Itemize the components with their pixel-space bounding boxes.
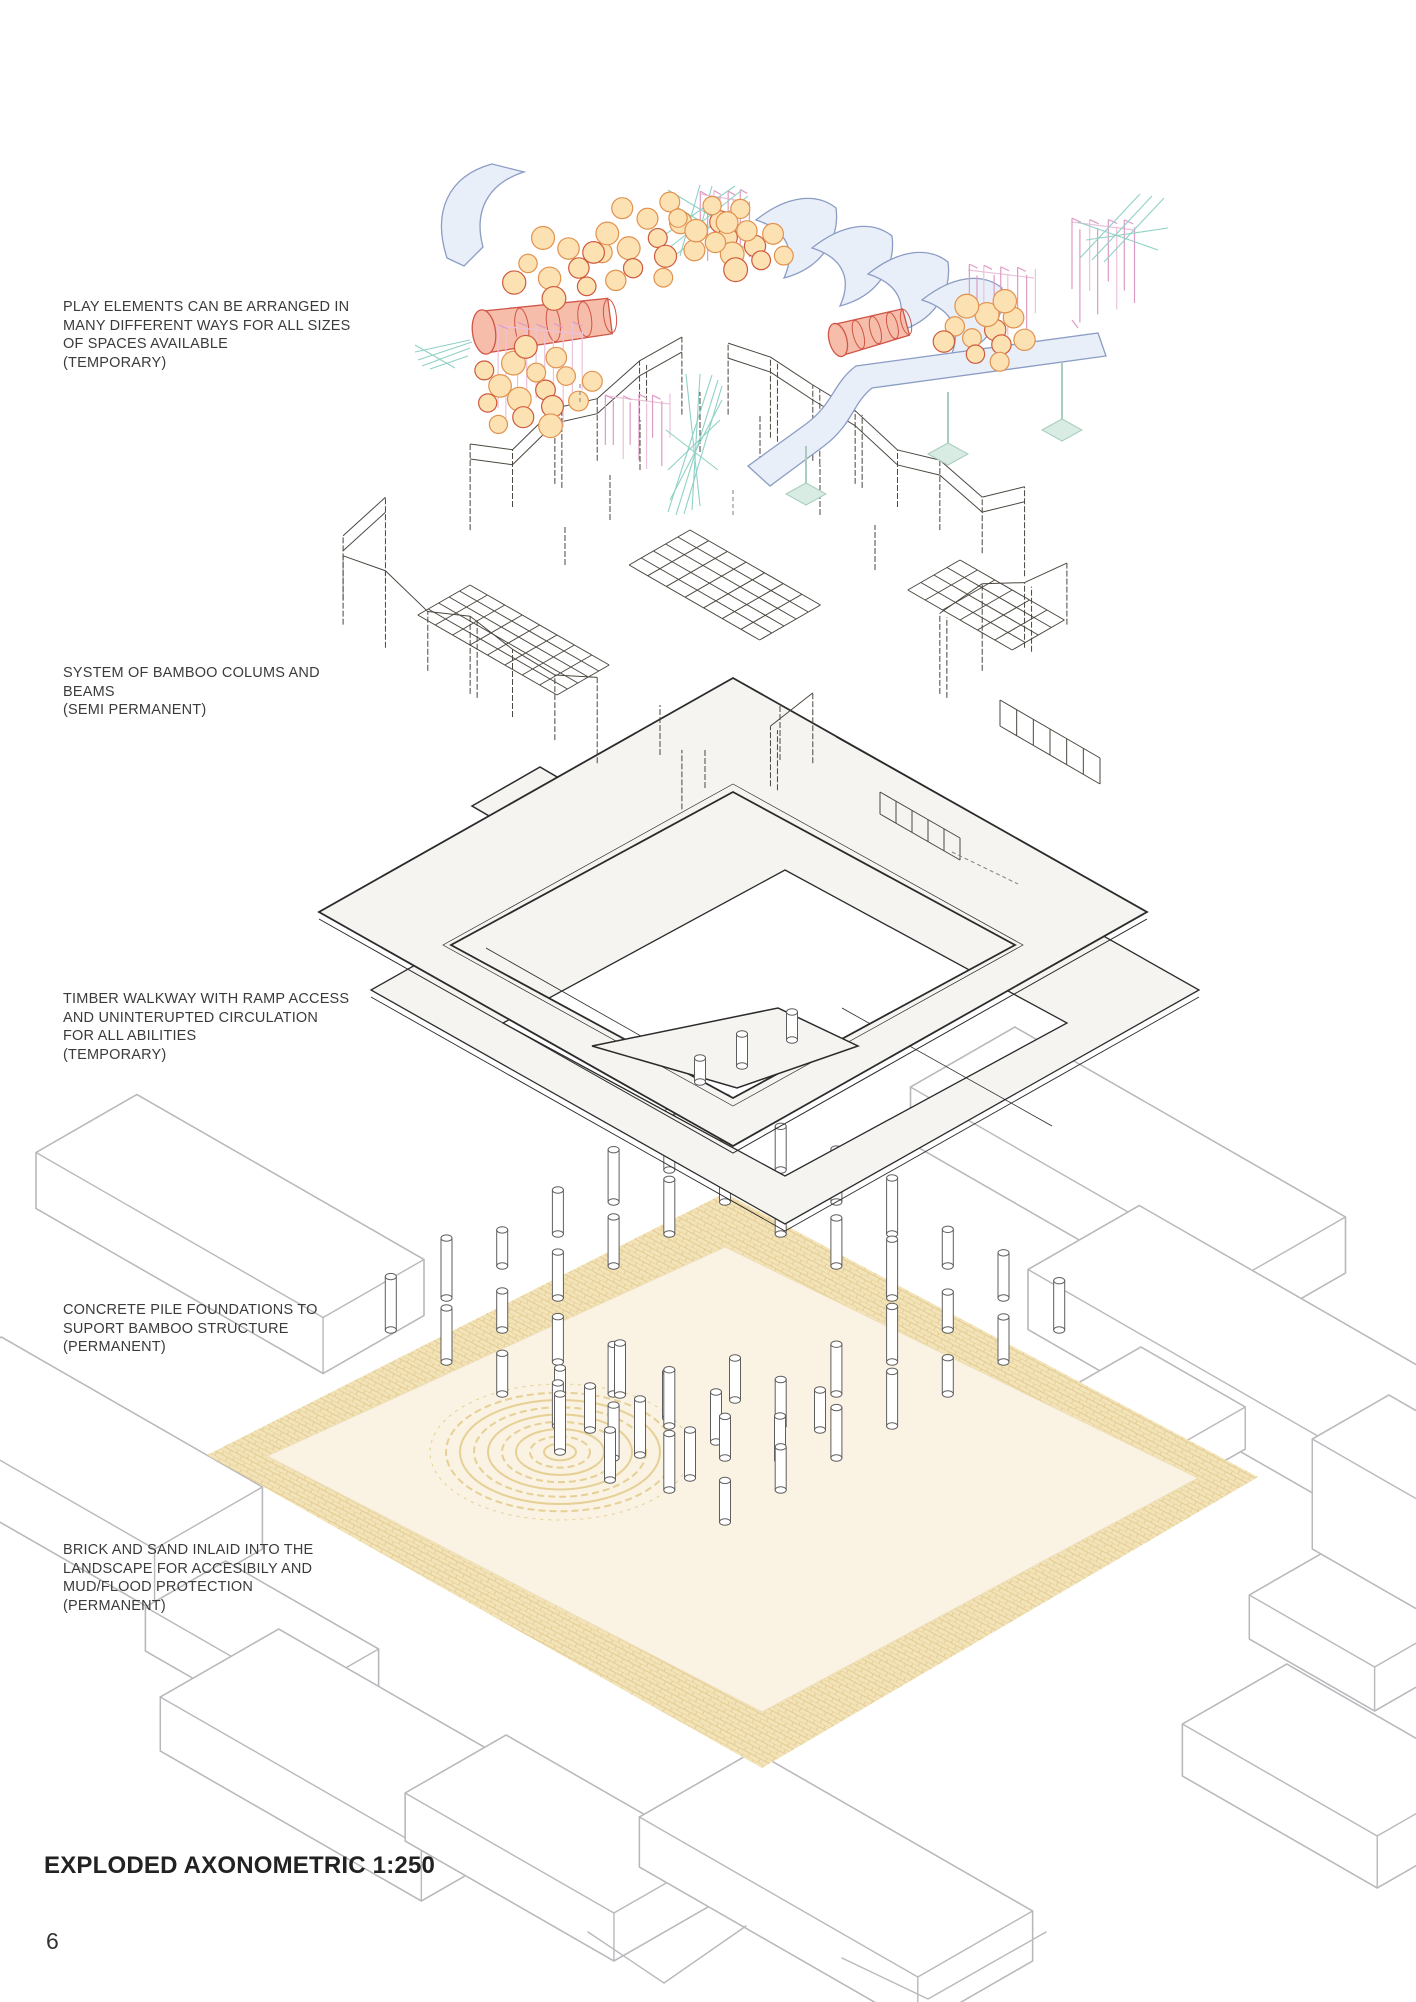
pile-foundations-layer xyxy=(384,1093,1066,1526)
courtyard-piles xyxy=(694,1008,798,1086)
curved-slide-piece xyxy=(440,163,527,267)
timber-walkway-layer xyxy=(317,676,1201,1232)
wave-slides-row xyxy=(754,197,1004,359)
drawing-title: EXPLODED AXONOMETRIC 1:250 xyxy=(44,1852,436,1879)
label-pile-foundations: CONCRETE PILE FOUNDATIONS TO SUPORT BAMB… xyxy=(63,1302,318,1356)
label-bamboo-system: SYSTEM OF BAMBOO COLUMS AND BEAMS (SEMI … xyxy=(63,665,320,719)
layer-connector-marks xyxy=(579,384,1019,885)
page-number: 6 xyxy=(46,1928,59,1954)
label-brick-sand: BRICK AND SAND INLAID INTO THE LANDSCAPE… xyxy=(63,1542,314,1614)
rope-net-elements xyxy=(414,184,1169,516)
slide-bridge xyxy=(746,332,1107,487)
label-play-elements: PLAY ELEMENTS CAN BE ARRANGED IN MANY DI… xyxy=(63,299,351,371)
context-buildings-layer xyxy=(0,1026,1416,2002)
slide-bridge-legs xyxy=(784,362,1084,506)
ball-pit-clusters xyxy=(474,191,1036,439)
play-elements-layer xyxy=(414,163,1169,516)
label-timber-walkway: TIMBER WALKWAY WITH RAMP ACCESS AND UNIN… xyxy=(63,991,350,1063)
bamboo-structure-layer xyxy=(342,336,1101,861)
